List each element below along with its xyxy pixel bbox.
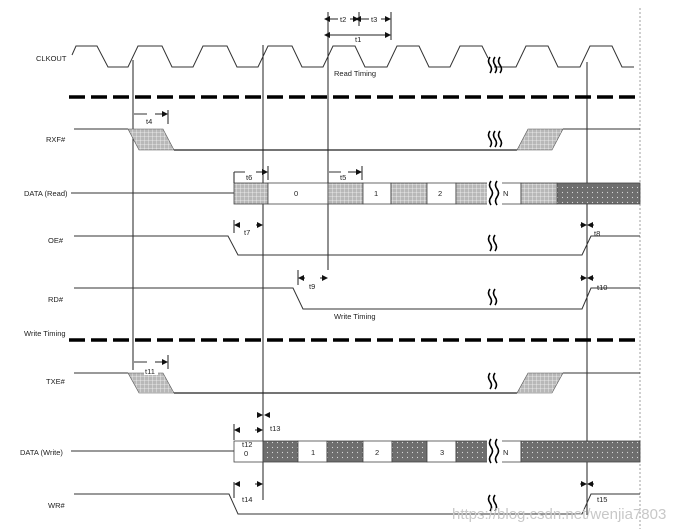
label-t6: t6 <box>246 173 252 182</box>
label-t1: t1 <box>355 35 361 44</box>
label-t15: t15 <box>597 495 607 504</box>
squiggle-rxf <box>487 130 503 148</box>
squiggle-clk <box>487 56 503 74</box>
oe-waveform <box>74 235 640 256</box>
label-data-read: DATA (Read) <box>24 189 68 198</box>
squiggle-txe <box>487 372 498 390</box>
read-timing-label: Read Timing <box>334 69 376 78</box>
squiggle-data-read <box>487 180 502 207</box>
data-read-bus <box>233 182 641 205</box>
squiggle-data-write <box>487 438 502 465</box>
label-t14: t14 <box>242 495 252 504</box>
label-txe: TXE# <box>46 377 66 386</box>
rd-waveform <box>74 287 640 310</box>
clkout-waveform <box>71 45 634 68</box>
label-t13: t13 <box>270 424 280 433</box>
data-write-cell-1: 1 <box>311 448 315 457</box>
label-t8: t8 <box>594 229 600 238</box>
label-t3: t3 <box>371 15 377 24</box>
label-oe: OE# <box>48 236 64 245</box>
label-write-timing: Write Timing <box>24 329 66 338</box>
rxf-transition-hatch <box>127 128 175 151</box>
data-write-cell-2: 2 <box>375 448 379 457</box>
label-wr: WR# <box>48 501 65 510</box>
data-write-bus <box>233 440 641 463</box>
data-read-cell-1: 1 <box>374 189 378 198</box>
label-rxf: RXF# <box>46 135 66 144</box>
data-write-cell-0: 0 <box>244 449 248 458</box>
write-timing-mid-label: Write Timing <box>334 312 376 321</box>
label-t12: t12 <box>242 440 252 449</box>
data-write-cell-n: N <box>503 448 508 457</box>
data-read-cell-n: N <box>503 189 508 198</box>
data-read-cell-2: 2 <box>438 189 442 198</box>
label-t7: t7 <box>244 228 250 237</box>
label-clkout: CLKOUT <box>36 54 67 63</box>
label-t11: t11 <box>145 367 155 376</box>
squiggle-oe <box>487 234 498 252</box>
label-t5: t5 <box>340 173 346 182</box>
squiggle-rd <box>487 288 498 306</box>
wr-waveform <box>74 493 640 515</box>
data-write-cell-3: 3 <box>440 448 444 457</box>
label-rd: RD# <box>48 295 64 304</box>
txe-rise-hatch <box>516 372 564 394</box>
label-t2: t2 <box>340 15 346 24</box>
data-read-cell-0: 0 <box>294 189 298 198</box>
txe-transition-hatch <box>127 372 175 394</box>
watermark: https://blog.csdn.net/wenjia7803 <box>452 506 666 523</box>
label-t9: t9 <box>309 282 315 291</box>
rxf-rise-hatch <box>516 128 564 151</box>
squiggle-wr <box>487 494 498 512</box>
label-t10: t10 <box>597 283 607 292</box>
label-data-write: DATA (Write) <box>20 448 63 457</box>
label-t4: t4 <box>146 117 152 126</box>
